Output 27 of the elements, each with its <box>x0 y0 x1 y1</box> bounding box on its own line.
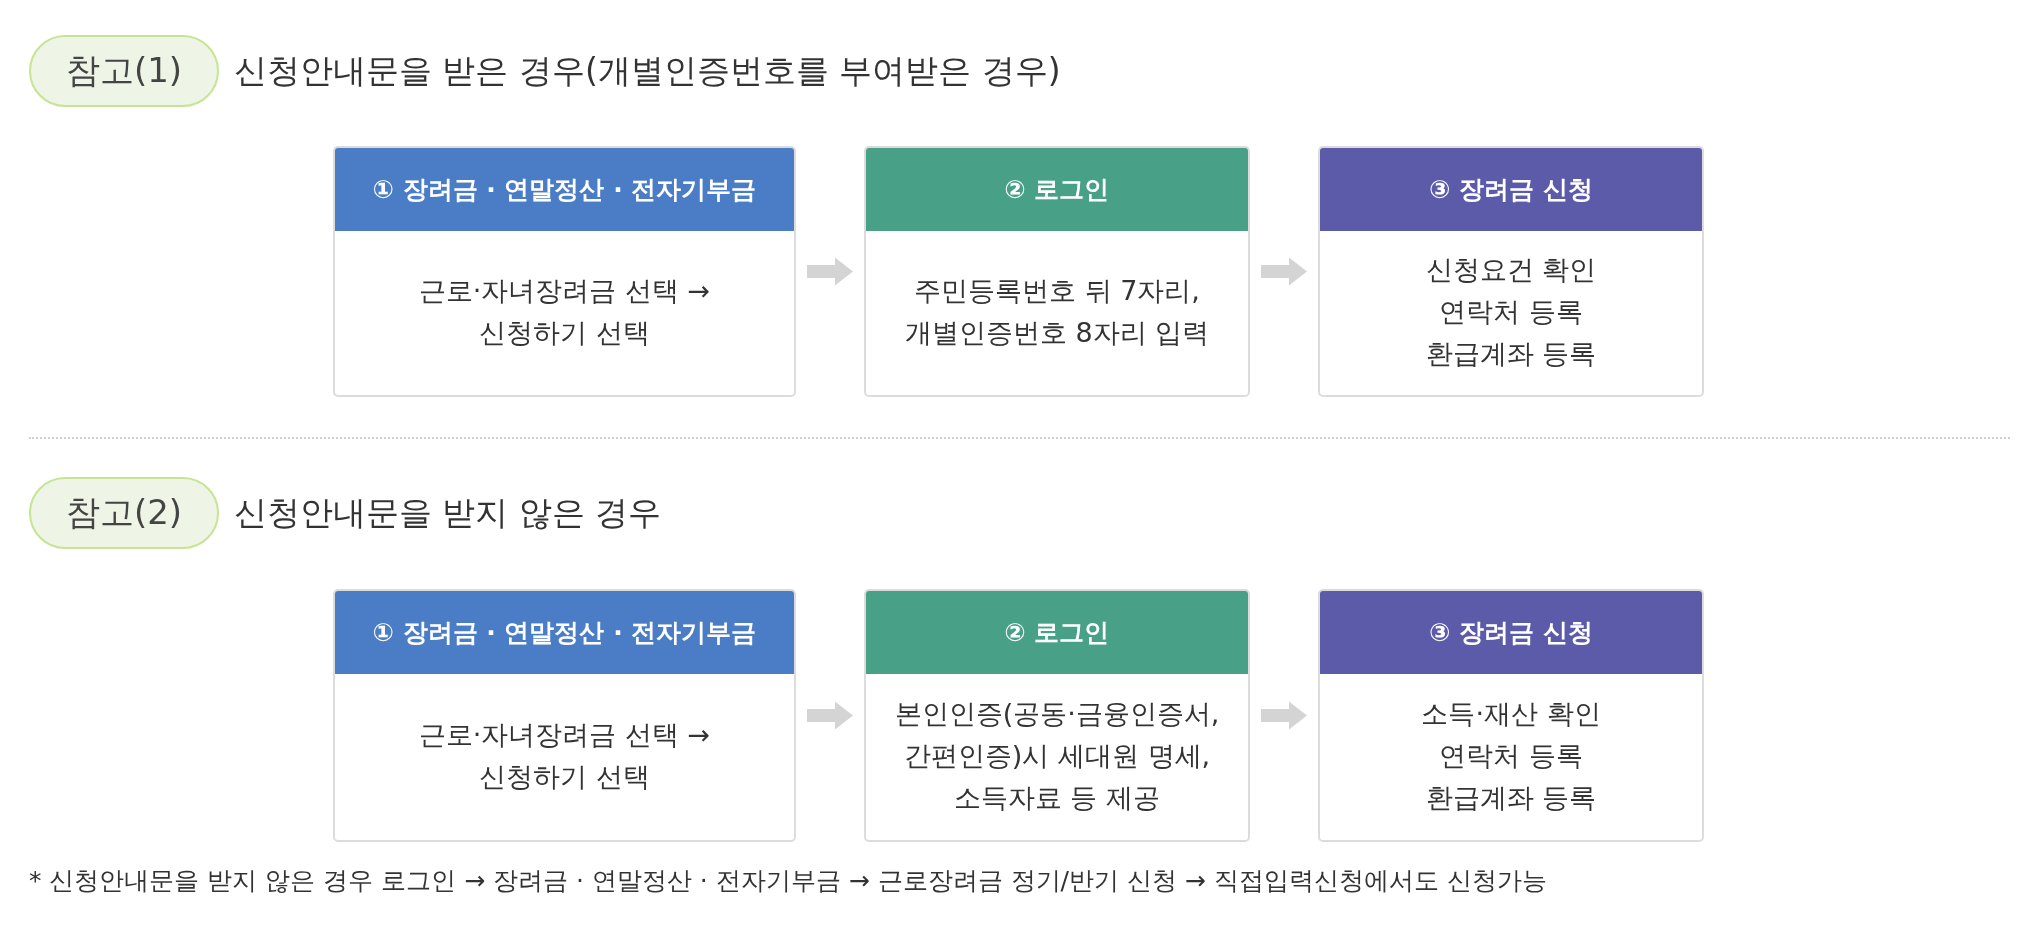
header-bar: ① 장려금 · 연말정산 · 전자기부금 <box>335 591 794 674</box>
header-bar: ② 로그인 <box>866 148 1248 231</box>
step-text: 본인인증(공동·금융인증서, 간편인증)시 세대원 명세, 소득자료 등 제공 <box>893 697 1221 815</box>
step-text: 근로·자녀장려금 선택 → 신청하기 선택 <box>417 718 712 794</box>
arrow <box>807 701 853 730</box>
arrow <box>1261 701 1307 730</box>
label-pill: 참고(2) <box>29 477 219 549</box>
section-heading: 신청안내문을 받은 경우(개별인증번호를 부여받은 경우) <box>234 50 1061 92</box>
step-text: 소득·재산 확인 연락처 등록 환급계좌 등록 <box>1420 697 1602 815</box>
step-card <box>1318 589 1704 842</box>
step-card <box>333 146 796 397</box>
step-card <box>864 589 1250 842</box>
step-card <box>864 146 1250 397</box>
step-text: 신청요건 확인 연락처 등록 환급계좌 등록 <box>1424 253 1598 371</box>
header-bar: ③ 장려금 신청 <box>1320 148 1702 231</box>
footnote: * 신청안내문을 받지 않은 경우 로그인 → 장려금 · 연말정산 · 전자기부금 → 근로장려금 정기/반기 신청 → 직접입력신청에서도 신청가능 <box>29 865 1547 897</box>
arrow <box>807 257 853 286</box>
section-heading: 신청안내문을 받지 않은 경우 <box>234 492 662 534</box>
step-text: 근로·자녀장려금 선택 → 신청하기 선택 <box>417 274 712 350</box>
step-text: 주민등록번호 뒤 7자리, 개별인증번호 8자리 입력 <box>903 274 1211 350</box>
header-bar: ③ 장려금 신청 <box>1320 591 1702 674</box>
header-bar: ② 로그인 <box>866 591 1248 674</box>
step-card <box>333 589 796 842</box>
arrow <box>1261 257 1307 286</box>
label-pill: 참고(1) <box>29 35 219 107</box>
step-card <box>1318 146 1704 397</box>
header-bar: ① 장려금 · 연말정산 · 전자기부금 <box>335 148 794 231</box>
